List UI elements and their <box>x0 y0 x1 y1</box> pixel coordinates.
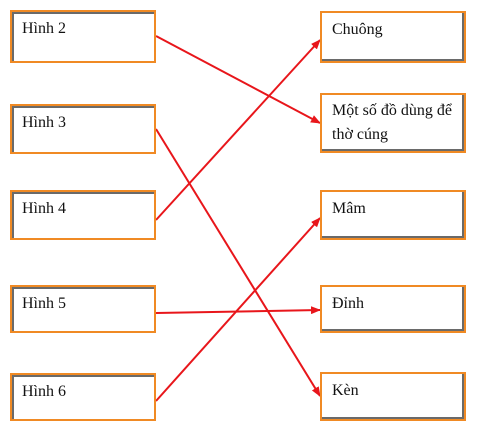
arrow-hinh5-to-dinh <box>155 306 321 315</box>
right-box-label: Chuông <box>332 21 383 38</box>
arrow-hinh2-to-mot-so-do-dung <box>155 35 321 124</box>
left-box-hinh-5: Hình 5 <box>10 285 156 333</box>
left-box-hinh-3: Hình 3 <box>10 104 156 154</box>
left-box-label: Hình 3 <box>22 114 66 131</box>
right-box-label: Kèn <box>332 382 359 399</box>
left-box-label: Hình 6 <box>22 383 66 400</box>
arrow-hinh6-to-mam <box>155 217 321 402</box>
right-box-label: Một số đồ dùng để thờ cúng <box>332 102 452 143</box>
right-box-chuong: Chuông <box>320 11 466 63</box>
right-box-dinh: Đỉnh <box>320 285 466 333</box>
arrow-hinh4-to-chuong <box>155 39 321 221</box>
left-box-hinh-2: Hình 2 <box>10 10 156 63</box>
right-box-mot-so-do-dung: Một số đồ dùng để thờ cúng <box>320 93 466 153</box>
left-box-hinh-4: Hình 4 <box>10 190 156 240</box>
left-box-label: Hình 5 <box>22 295 66 312</box>
right-box-mam: Mâm <box>320 190 466 240</box>
left-box-label: Hình 2 <box>22 20 66 37</box>
right-box-label: Đỉnh <box>332 295 364 312</box>
right-box-label: Mâm <box>332 200 366 217</box>
arrow-hinh3-to-ken <box>155 128 321 397</box>
left-box-label: Hình 4 <box>22 200 66 217</box>
left-box-hinh-6: Hình 6 <box>10 373 156 421</box>
right-box-ken: Kèn <box>320 372 466 421</box>
